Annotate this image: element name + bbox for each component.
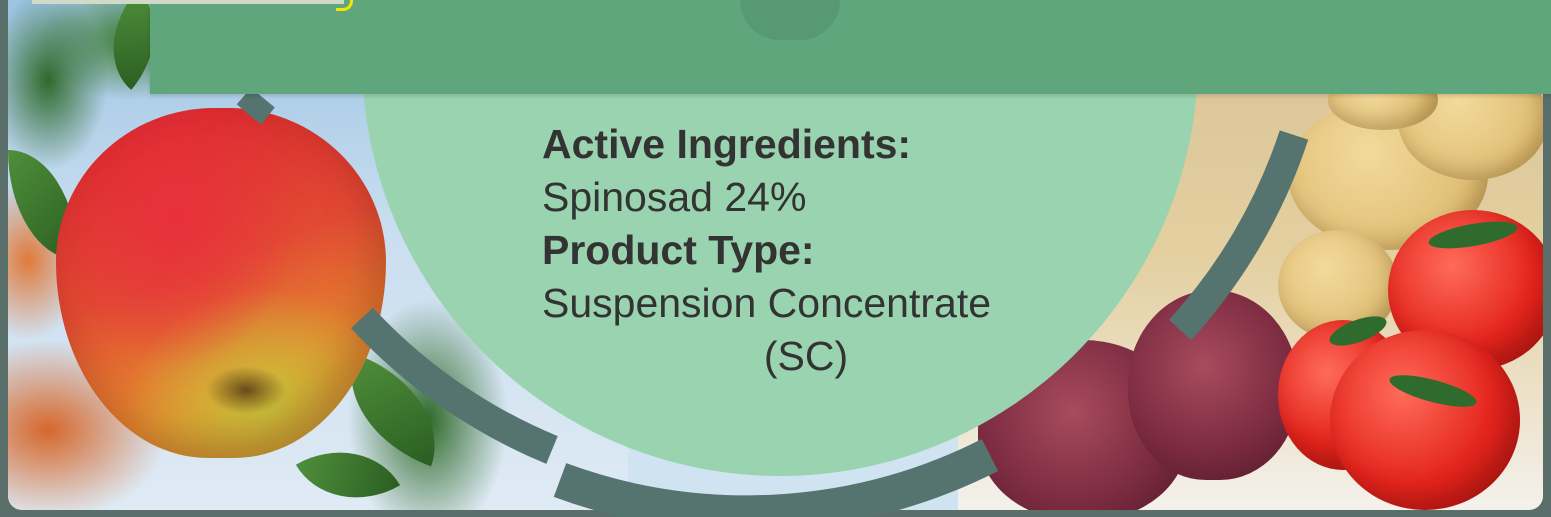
- active-ingredients-label: Active Ingredients:: [542, 121, 912, 167]
- ring-segment: [236, 87, 275, 125]
- ring-segment: [1168, 130, 1309, 341]
- ring-segment: [350, 307, 558, 464]
- apple-image: [56, 108, 386, 458]
- product-info: Active Ingredients: Spinosad 24% Product…: [542, 118, 1102, 383]
- top-banner: [150, 0, 1551, 94]
- circle-background: [362, 0, 1198, 476]
- active-ingredients-value: Spinosad 24%: [542, 174, 807, 220]
- product-type-value-abbrev: (SC): [763, 333, 849, 379]
- product-type-value: Suspension Concentrate: [542, 280, 992, 326]
- tomato-shape: [1330, 330, 1520, 510]
- ring-segment: [553, 438, 999, 517]
- tab-highlight-corner: [336, 0, 353, 11]
- onion-shape: [1128, 290, 1298, 480]
- top-tab-strip: [32, 0, 344, 4]
- product-type-label: Product Type:: [542, 227, 815, 273]
